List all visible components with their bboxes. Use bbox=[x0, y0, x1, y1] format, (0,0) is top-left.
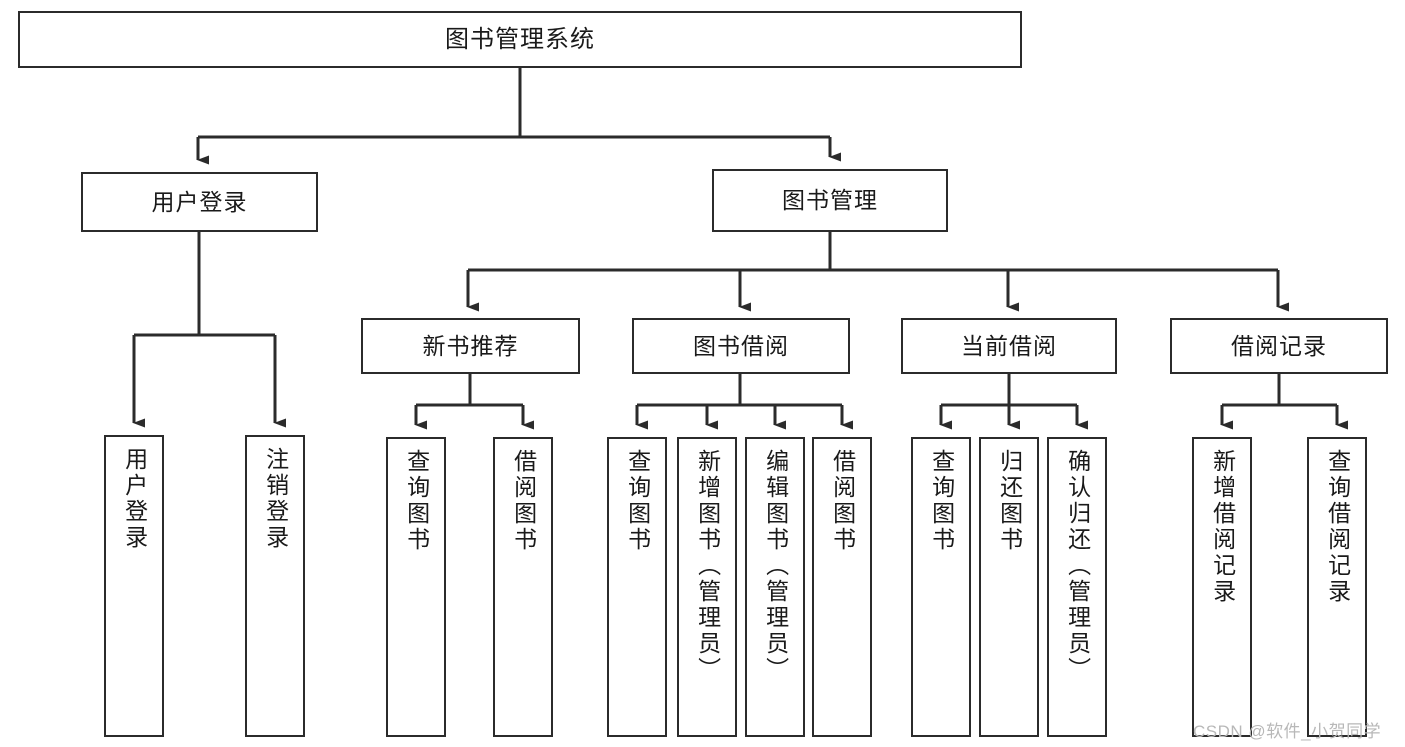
leaf-edit-book[interactable]: 编辑图书（管理员） bbox=[745, 437, 805, 737]
leaf-return-book[interactable]: 归还图书 bbox=[979, 437, 1039, 737]
node-new-book-recommend[interactable]: 新书推荐 bbox=[361, 318, 580, 374]
leaf-user-login[interactable]: 用户登录 bbox=[104, 435, 164, 737]
leaf-add-book-label: 新增图书（管理员） bbox=[694, 449, 721, 683]
leaf-borrow-book-2-label: 借阅图书 bbox=[829, 449, 856, 553]
leaf-query-book-1-label: 查询图书 bbox=[403, 449, 430, 553]
node-current-borrow[interactable]: 当前借阅 bbox=[901, 318, 1117, 374]
leaf-borrow-book-2[interactable]: 借阅图书 bbox=[812, 437, 872, 737]
leaf-add-record-label: 新增借阅记录 bbox=[1209, 449, 1236, 605]
node-book-borrow[interactable]: 图书借阅 bbox=[632, 318, 850, 374]
leaf-query-book-2[interactable]: 查询图书 bbox=[607, 437, 667, 737]
leaf-query-book-3[interactable]: 查询图书 bbox=[911, 437, 971, 737]
node-root-label: 图书管理系统 bbox=[445, 25, 595, 53]
leaf-query-record-label: 查询借阅记录 bbox=[1324, 449, 1351, 605]
node-book-management[interactable]: 图书管理 bbox=[712, 169, 948, 232]
node-borrow-record[interactable]: 借阅记录 bbox=[1170, 318, 1388, 374]
node-borrow-record-label: 借阅记录 bbox=[1231, 332, 1327, 359]
node-book-borrow-label: 图书借阅 bbox=[693, 332, 789, 359]
node-user-login[interactable]: 用户登录 bbox=[81, 172, 318, 232]
leaf-user-logout[interactable]: 注销登录 bbox=[245, 435, 305, 737]
node-user-login-label: 用户登录 bbox=[151, 188, 248, 215]
node-book-management-label: 图书管理 bbox=[782, 187, 878, 213]
leaf-return-book-label: 归还图书 bbox=[996, 449, 1023, 553]
leaf-query-book-3-label: 查询图书 bbox=[928, 449, 955, 553]
leaf-confirm-return-label: 确认归还（管理员） bbox=[1064, 449, 1091, 683]
leaf-query-book-1[interactable]: 查询图书 bbox=[386, 437, 446, 737]
csdn-watermark: CSDN @软件_小贺同学 bbox=[1193, 722, 1382, 741]
leaf-query-book-2-label: 查询图书 bbox=[624, 449, 651, 553]
node-new-book-recommend-label: 新书推荐 bbox=[422, 332, 519, 359]
leaf-query-record[interactable]: 查询借阅记录 bbox=[1307, 437, 1367, 737]
leaf-user-logout-label: 注销登录 bbox=[262, 447, 289, 551]
leaf-add-book[interactable]: 新增图书（管理员） bbox=[677, 437, 737, 737]
leaf-borrow-book-1-label: 借阅图书 bbox=[510, 449, 537, 553]
node-root[interactable]: 图书管理系统 bbox=[18, 11, 1022, 68]
leaf-edit-book-label: 编辑图书（管理员） bbox=[762, 449, 789, 683]
leaf-confirm-return[interactable]: 确认归还（管理员） bbox=[1047, 437, 1107, 737]
leaf-add-record[interactable]: 新增借阅记录 bbox=[1192, 437, 1252, 737]
node-current-borrow-label: 当前借阅 bbox=[961, 332, 1057, 359]
leaf-borrow-book-1[interactable]: 借阅图书 bbox=[493, 437, 553, 737]
leaf-user-login-label: 用户登录 bbox=[121, 447, 148, 551]
